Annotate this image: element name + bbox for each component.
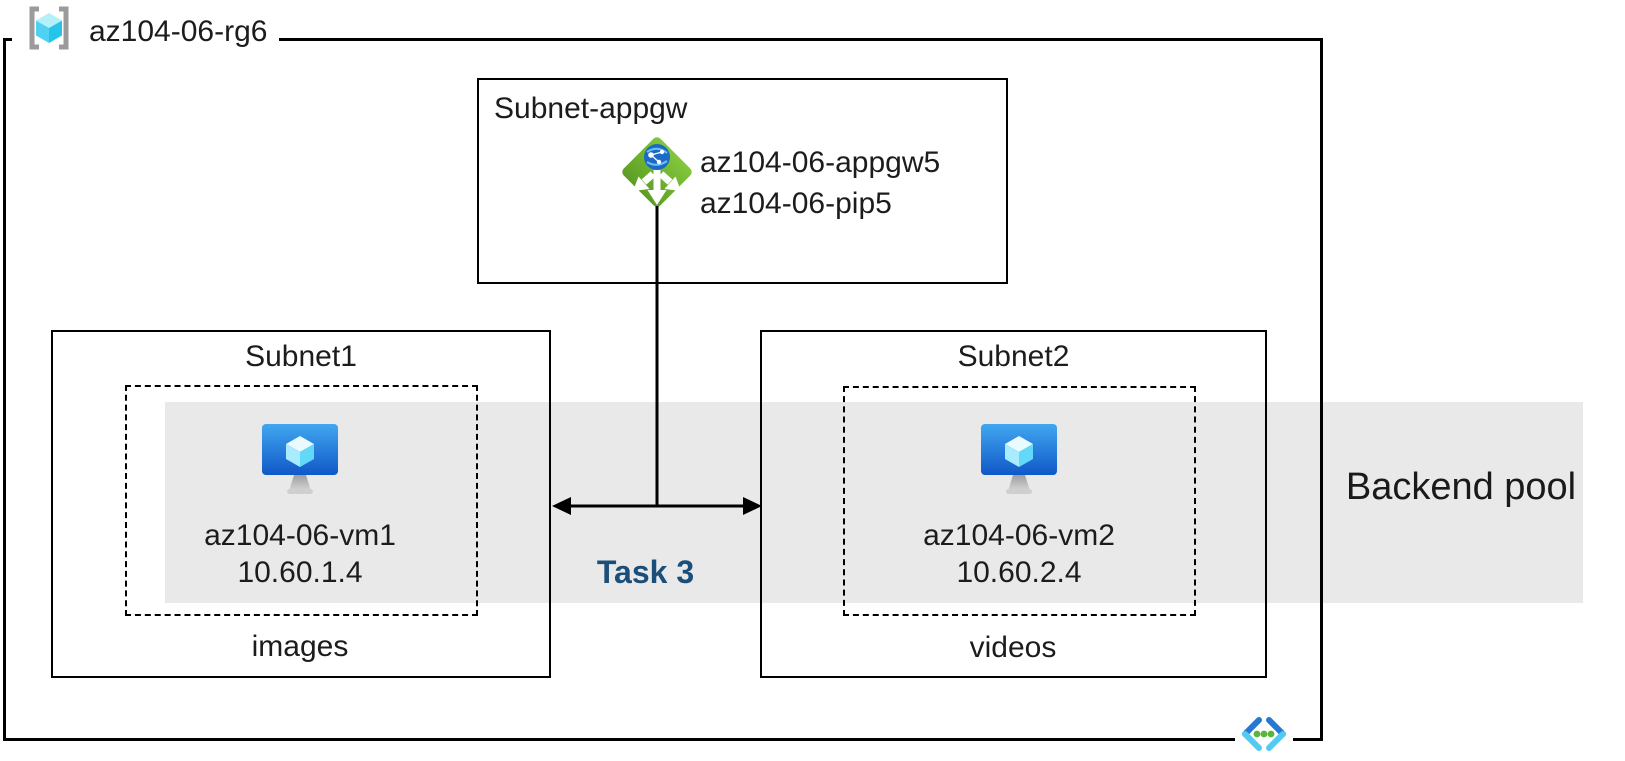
- connector-arrows: [552, 206, 762, 515]
- subnet1-title: Subnet1: [245, 340, 357, 373]
- backend-pool-band: [165, 402, 1583, 603]
- subnet2-vm-info: az104-06-vm2 10.60.2.4: [869, 517, 1169, 591]
- subnet1-dashed-group: [125, 385, 478, 616]
- subnet-appgw-title: Subnet-appgw: [494, 92, 688, 125]
- backend-pool-label: Backend pool: [1345, 466, 1577, 508]
- resource-group-label: az104-06-rg6: [89, 15, 268, 48]
- vm2-ip: 10.60.2.4: [956, 556, 1082, 589]
- public-ip-name: az104-06-pip5: [700, 187, 892, 220]
- virtual-machine-icon: [980, 423, 1058, 502]
- subnet-appgw-box: Subnet-appgw: [477, 78, 1008, 284]
- subnet2-title: Subnet2: [957, 340, 1070, 373]
- subnet1-storage-label: images: [251, 630, 349, 663]
- application-gateway-icon: [617, 132, 697, 217]
- subnet1-box: Subnet1: [51, 330, 551, 678]
- vm1-ip: 10.60.1.4: [237, 556, 363, 589]
- virtual-network-icon: [1235, 712, 1293, 761]
- resource-group-header: az104-06-rg6: [12, 3, 280, 61]
- application-gateway-labels: az104-06-appgw5 az104-06-pip5: [700, 142, 940, 224]
- subnet2-box: Subnet2: [760, 330, 1267, 678]
- vm2-name: az104-06-vm2: [923, 519, 1115, 552]
- resource-group-box: [3, 38, 1323, 741]
- application-gateway-name: az104-06-appgw5: [700, 146, 941, 179]
- vm1-name: az104-06-vm1: [204, 519, 396, 552]
- task-label: Task 3: [596, 554, 695, 590]
- subnet2-storage-label: videos: [969, 631, 1057, 664]
- virtual-machine-icon: [261, 423, 339, 502]
- subnet2-dashed-group: [843, 386, 1196, 616]
- subnet1-vm-info: az104-06-vm1 10.60.1.4: [150, 517, 450, 591]
- resource-group-icon: [24, 3, 74, 61]
